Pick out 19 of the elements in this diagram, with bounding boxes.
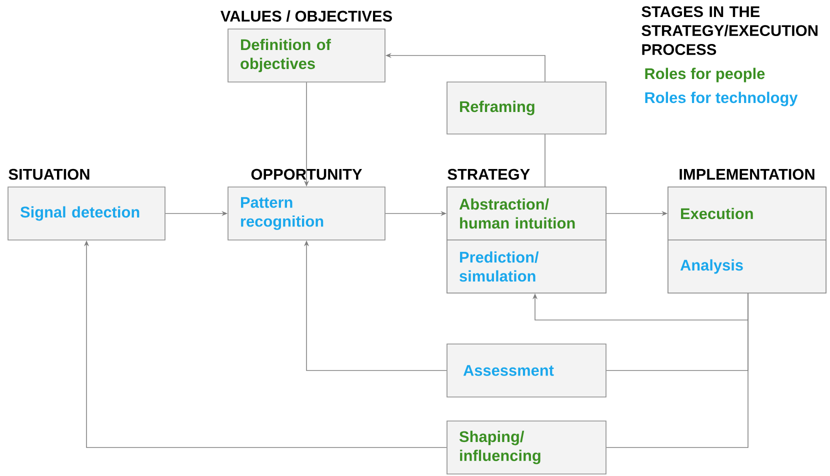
process-box: Reframing — [446, 82, 606, 134]
stage-heading: VALUES / OBJECTIVES — [220, 10, 392, 22]
arrow — [532, 293, 748, 320]
legend-entry: Roles for people — [645, 68, 765, 82]
process-box: Execution — [668, 186, 826, 240]
process-box: Pattern recognition — [228, 186, 386, 240]
stage-heading: SITUATION — [8, 168, 90, 180]
process-box: Analysis — [668, 240, 826, 294]
process-box: Prediction/ simulation — [446, 240, 606, 294]
stage-heading: OPPORTUNITY — [251, 168, 362, 180]
stage-heading: STRATEGY — [448, 168, 530, 180]
stage-heading: IMPLEMENTATION — [680, 168, 814, 180]
process-box: Definition of objectives — [228, 28, 386, 82]
process-box: Assessment — [446, 344, 606, 398]
process-box: Abstraction/ human intuition — [446, 186, 606, 240]
process-box: Shaping/ influencing — [446, 420, 606, 474]
legend-entry: Roles for technology — [645, 92, 798, 106]
process-box: Signal detection — [8, 186, 166, 240]
legend-heading: STAGES IN THE STRATEGY/EXECUTION PROCESS — [642, 6, 818, 55]
